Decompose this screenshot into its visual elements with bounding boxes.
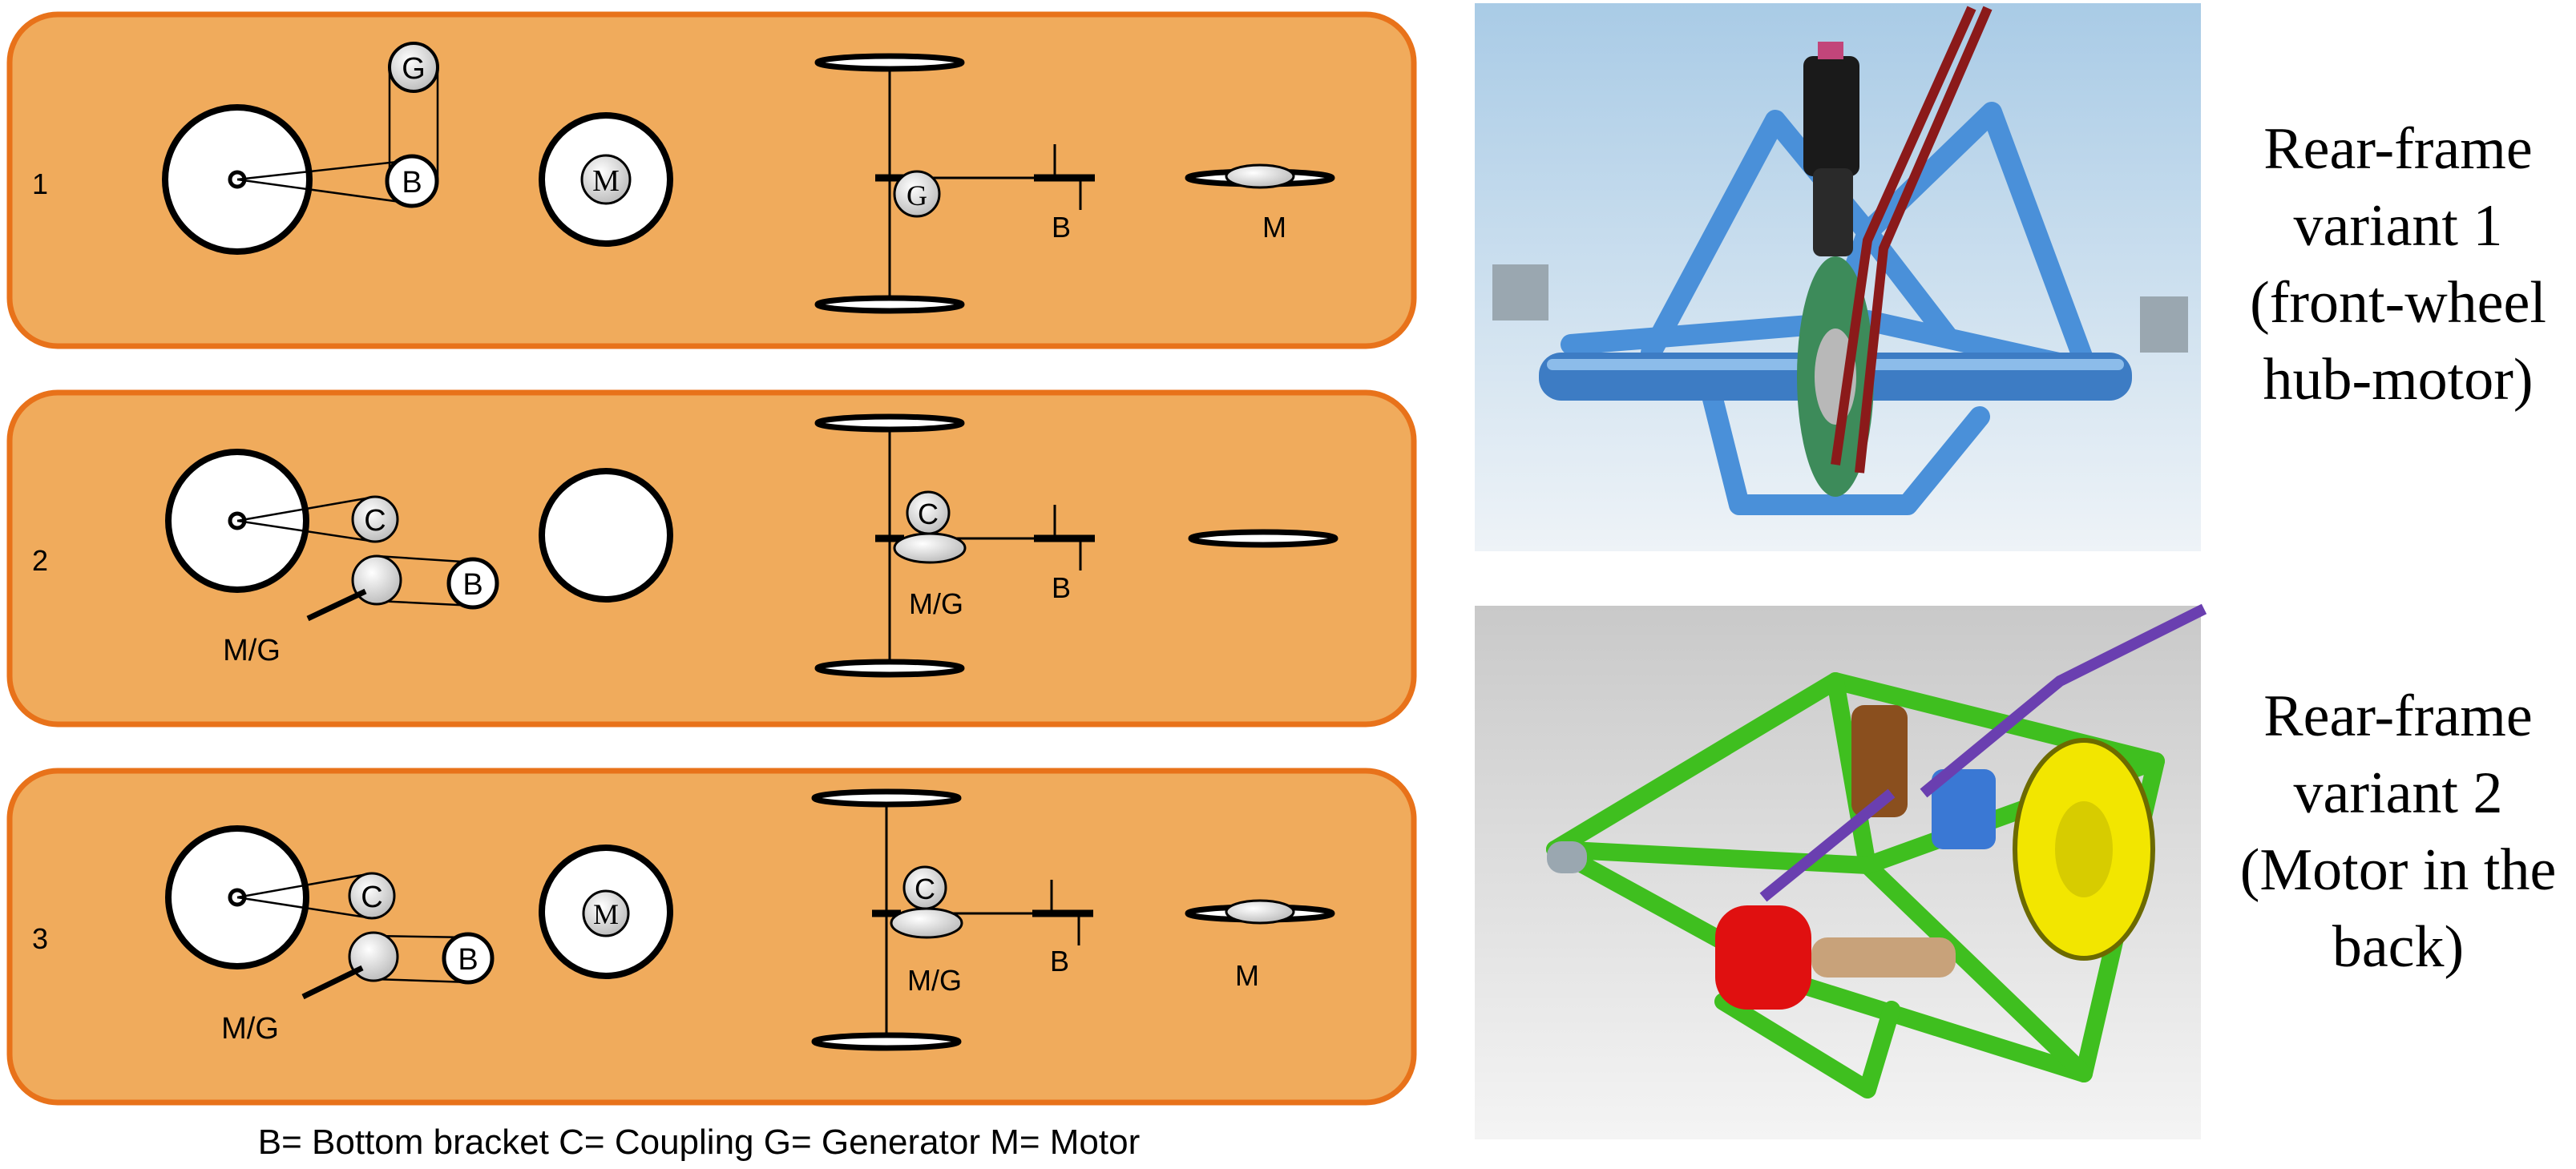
caption-line: back)	[2332, 914, 2465, 980]
front-hub-motor-top	[1225, 163, 1295, 189]
front-wheel-top	[1188, 529, 1338, 548]
front-hub-motor	[582, 889, 630, 937]
motor-generator-top-label: M/G	[909, 587, 963, 620]
gearbox-blue	[1932, 769, 1996, 849]
front-wheel	[539, 468, 673, 603]
damper	[1803, 56, 1859, 176]
caption-line: (Motor in the	[2239, 837, 2557, 903]
rear-wheel-top	[811, 788, 962, 808]
motor-generator-label: M/G	[223, 634, 281, 667]
damper-brown	[1851, 705, 1908, 817]
caption-line: variant 1	[2293, 193, 2503, 259]
motor-generator-top	[893, 532, 967, 564]
panel-3: 3 C B M/G M C	[6, 768, 1417, 1106]
coupling-pulley	[351, 495, 399, 543]
front-hub-motor-top	[1225, 899, 1295, 925]
motor-generator-top-label: M/G	[907, 964, 962, 997]
coupling-top	[906, 490, 951, 535]
render-rear-frame-variant-2	[1475, 603, 2207, 1139]
bottom-bracket-label: B	[402, 166, 422, 200]
leader-line	[301, 965, 364, 1000]
belt-line	[236, 872, 373, 899]
coupling-top-label: C	[915, 873, 935, 905]
bottom-bracket	[446, 557, 499, 610]
panel-2-background	[6, 389, 1417, 728]
panel-1: 1 G B M G	[6, 11, 1417, 349]
panel-3-top-view: C M/G B M	[811, 788, 1335, 1051]
caption-variant-1: Rear-frame variant 1 (front-wheel hub-mo…	[2222, 111, 2574, 418]
rear-axle	[1547, 841, 1587, 873]
generator-top	[893, 170, 941, 218]
render-rear-frame-variant-1	[1475, 3, 2201, 551]
rear-wheel-top	[814, 53, 965, 72]
coupling-top	[902, 865, 947, 910]
coupling-label: C	[364, 504, 386, 538]
panel-1-top-view: G B M	[814, 53, 1335, 314]
front-hub-motor-top-label: M	[1262, 211, 1286, 244]
caption-line: Rear-frame	[2263, 116, 2533, 182]
rear-wheel-top	[814, 659, 965, 678]
drive-belt	[1831, 6, 1993, 474]
rear-wheel-top	[814, 295, 965, 314]
panel-2-top-view: C M/G B	[814, 413, 1338, 678]
leader-line	[306, 588, 367, 622]
generator-label: G	[402, 52, 426, 86]
generator-pulley	[388, 42, 439, 93]
front-hub-motor-label: M	[593, 898, 619, 930]
coupling-label: C	[361, 881, 382, 914]
panel-3-background	[6, 768, 1417, 1106]
bottom-bracket	[385, 154, 439, 208]
legend: B= Bottom bracket C= Coupling G= Generat…	[258, 1123, 1141, 1162]
panel-3-number: 3	[32, 922, 48, 955]
bottom-bracket-label: B	[458, 943, 478, 977]
panel-1-side-view: G B M	[162, 42, 673, 255]
shaft	[1811, 937, 1956, 978]
panel-1-number: 1	[32, 167, 48, 200]
belt-line	[236, 495, 376, 522]
frame-tube	[1697, 366, 1990, 515]
front-hub-motor	[580, 154, 632, 205]
belt-line	[376, 554, 475, 564]
dropout-left	[1492, 264, 1548, 320]
panel-2-number: 2	[32, 544, 48, 577]
bottom-bracket-label: B	[462, 568, 482, 602]
belt-line	[376, 599, 475, 607]
bottom-bracket-top-label: B	[1050, 945, 1069, 978]
rear-wheel-top	[814, 413, 965, 433]
panel-1-background	[6, 11, 1417, 349]
motor-generator-top	[890, 907, 963, 939]
panel-2-side-view: C B M/G	[165, 449, 673, 667]
belt-line	[236, 896, 373, 920]
caption-line: variant 2	[2293, 760, 2503, 826]
bottom-bracket	[442, 932, 495, 985]
caption-line: (front-wheel	[2250, 270, 2546, 336]
bottom-bracket-top-label: B	[1052, 211, 1071, 244]
damper-body	[1813, 168, 1853, 256]
panel-2: 2 C B M/G C M/G	[6, 389, 1417, 728]
front-hub-motor-top-label: M	[1235, 959, 1259, 992]
motor-red	[1715, 905, 1811, 1010]
belt-line	[236, 159, 413, 181]
generator-top-label: G	[906, 179, 927, 212]
belt-line	[236, 178, 413, 205]
rear-wheel-top	[811, 1032, 962, 1051]
panel-3-side-view: C B M/G M	[165, 825, 673, 1046]
coupling-pulley	[348, 872, 396, 920]
belt-line	[236, 519, 376, 543]
motor-generator-label: M/G	[221, 1012, 279, 1046]
front-hub-motor-label: M	[592, 164, 620, 198]
belt-line	[373, 978, 470, 984]
bottom-bracket-top-label: B	[1052, 571, 1071, 604]
frame-tube	[1714, 993, 1900, 1098]
caption-line: hub-motor)	[2263, 347, 2534, 413]
caption-line: Rear-frame	[2263, 683, 2533, 749]
caption-variant-2: Rear-frame variant 2 (Motor in the back)	[2222, 678, 2574, 986]
drive-chain	[1759, 603, 2207, 902]
dropout-right	[2140, 296, 2188, 353]
hub-motor-center	[2055, 801, 2113, 897]
coupling-top-label: C	[918, 498, 939, 530]
damper-top	[1818, 42, 1843, 59]
